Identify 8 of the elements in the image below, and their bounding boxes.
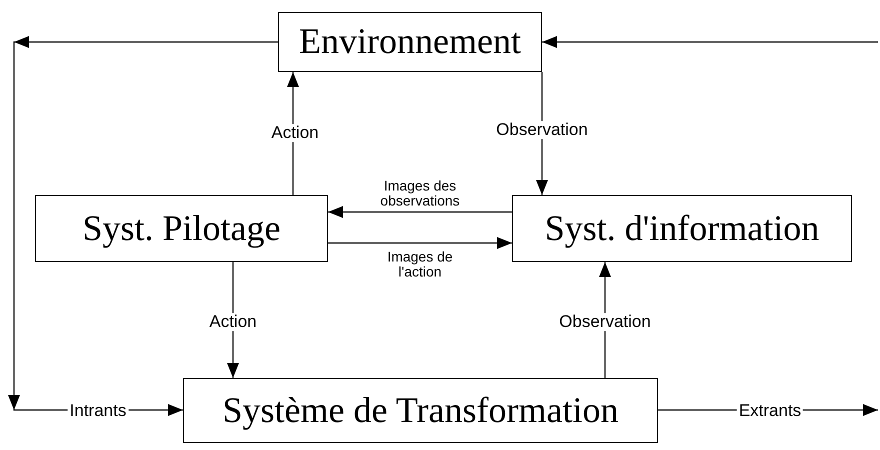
system-box: Syst. Pilotage — [35, 195, 328, 262]
edge-label: Observation — [557, 313, 653, 331]
edge-label: Images des observations — [379, 178, 461, 208]
system-box: Système de Transformation — [183, 378, 658, 443]
edge-label: Images de l'action — [386, 249, 454, 279]
edge-label: Observation — [494, 121, 590, 139]
system-box: Environnement — [278, 12, 542, 72]
system-box: Syst. d'information — [512, 195, 852, 262]
